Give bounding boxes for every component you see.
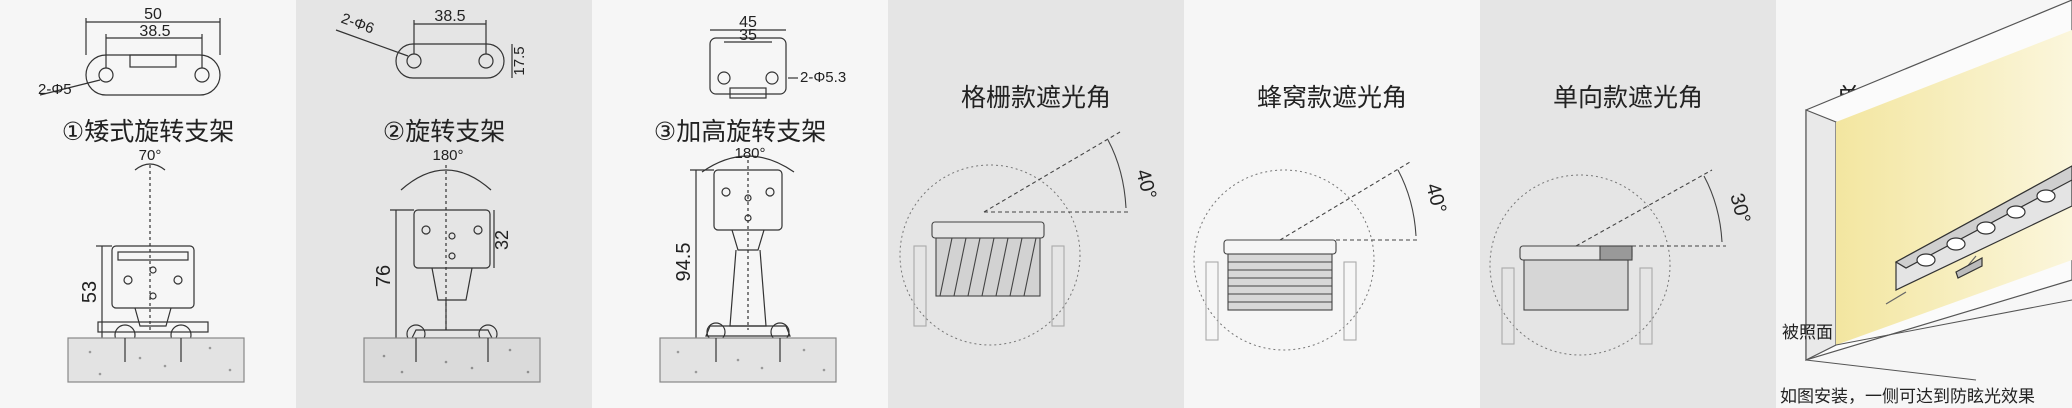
- raised-height: 94.5: [673, 243, 695, 282]
- rot-depth: 17.5: [511, 46, 528, 75]
- illuminated-surface-label: 被照面: [1782, 323, 1833, 343]
- panel-rotating-bracket: 38.5 2-Φ6 17.5 180° 76 32 ②旋转支架: [296, 0, 592, 408]
- rot-bracket: 32: [492, 230, 512, 250]
- panel-low-bracket: 50 38.5 2-Φ5 70° 53 ①矮式旋转支架: [0, 0, 296, 408]
- panel-raised-bracket: 45 35 2-Φ5.3 180° 94.5 ③加高旋转支架: [592, 0, 888, 408]
- oneway-angle: 30°: [1725, 191, 1754, 226]
- honeycomb-title: 蜂窝款遮光角: [1256, 83, 1407, 112]
- rotating-bracket-title: ②旋转支架: [382, 117, 506, 146]
- grille-angle: 40°: [1131, 167, 1160, 202]
- honeycomb-angle: 40°: [1421, 181, 1450, 216]
- install-caption: 如图安装，一侧可达到防眩光效果: [1780, 387, 2035, 407]
- low-width-inner: 38.5: [139, 23, 170, 40]
- grille-drawing: 40°: [899, 131, 1160, 346]
- low-width-outer: 50: [144, 6, 162, 23]
- honeycomb-drawing: 40°: [1193, 161, 1450, 351]
- raised-hole: 2-Φ5.3: [800, 69, 846, 86]
- rot-height: 76: [373, 265, 395, 287]
- low-height: 53: [79, 281, 101, 303]
- oneway-drawing: 30°: [1489, 169, 1754, 356]
- panel-honeycomb-shading: 蜂窝款遮光角 40°: [1184, 0, 1480, 408]
- panel-grille-shading: 格栅款遮光角 40°: [888, 0, 1184, 408]
- install-drawing: [1805, 0, 2072, 381]
- grille-title: 格栅款遮光角: [960, 83, 1111, 112]
- raised-angle: 180°: [734, 145, 765, 162]
- low-bracket-drawing: 50 38.5 2-Φ5 70° 53: [38, 6, 245, 383]
- raised-bracket-drawing: 45 35 2-Φ5.3 180° 94.5: [659, 14, 846, 383]
- low-hole: 2-Φ5: [38, 81, 72, 98]
- rot-angle: 180°: [432, 147, 463, 164]
- panel-oneway-shading: 单向款遮光角 30°: [1480, 0, 1776, 408]
- panel-oneway-install: 单向款安装示意: [1776, 0, 2072, 408]
- low-angle: 70°: [139, 147, 162, 164]
- raised-width-outer: 45: [739, 14, 757, 31]
- rotating-bracket-drawing: 38.5 2-Φ6 17.5 180° 76 32: [335, 8, 541, 383]
- raised-bracket-title: ③加高旋转支架: [653, 117, 827, 146]
- oneway-title: 单向款遮光角: [1552, 83, 1703, 112]
- rot-width: 38.5: [434, 8, 465, 25]
- low-bracket-title: ①矮式旋转支架: [61, 117, 235, 146]
- raised-width-inner: 35: [739, 27, 757, 44]
